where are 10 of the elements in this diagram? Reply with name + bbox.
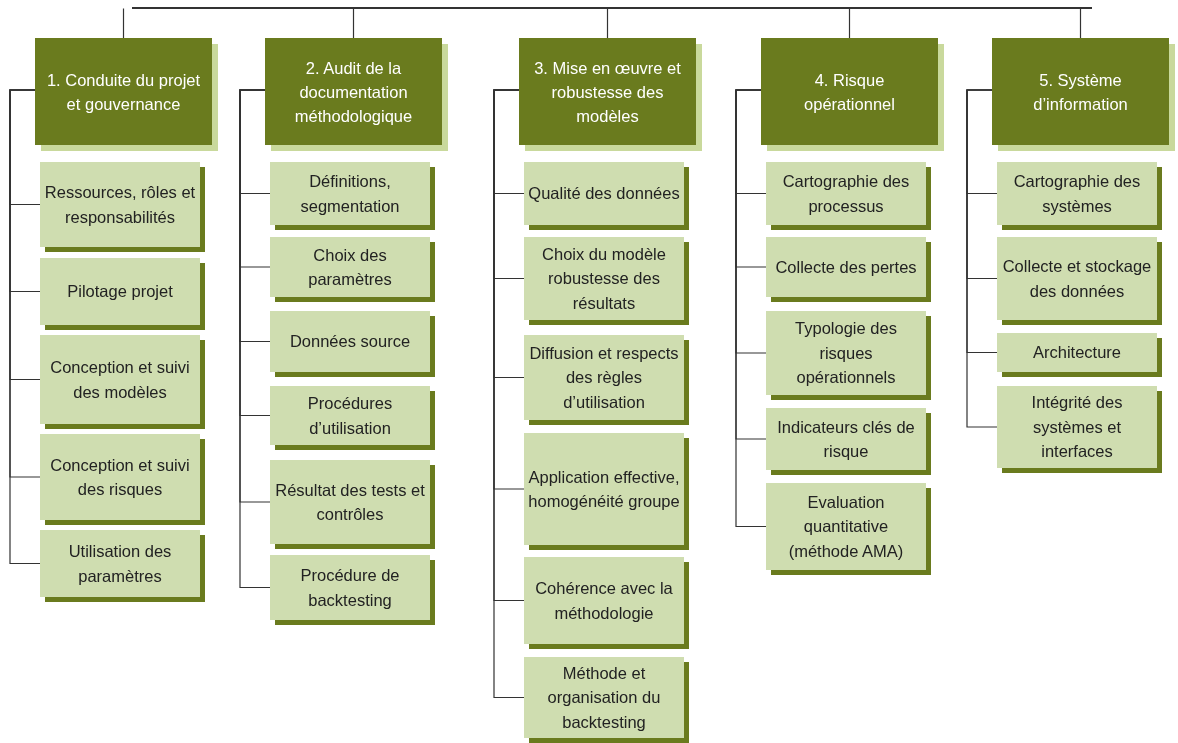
- connector-line: [735, 89, 767, 528]
- connector-line: [493, 89, 525, 699]
- connector-line: [239, 89, 271, 589]
- connector-line: [966, 89, 998, 428]
- connector-line: [606, 7, 609, 39]
- connector-line: [9, 89, 41, 565]
- connector-line: [848, 7, 851, 39]
- connector-line: [352, 7, 355, 39]
- connector-line: [122, 7, 125, 39]
- connector-line: [1079, 7, 1082, 39]
